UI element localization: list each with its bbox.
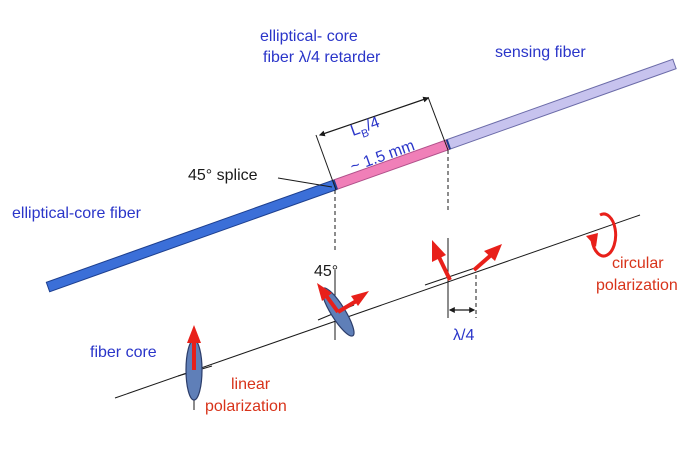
splice-label: 45° splice (188, 167, 258, 184)
retarder-label-line1: elliptical- core (260, 28, 358, 45)
splice-core-group (317, 270, 369, 340)
circular-label-line1: circular (612, 255, 664, 272)
circular-label-line2: polarization (596, 277, 678, 294)
fiber-core-group (177, 325, 213, 410)
lb-dimension-arrow (318, 96, 430, 137)
sensing-fiber-segment (446, 58, 677, 150)
fiber-core-label: fiber core (90, 344, 157, 361)
lb-right-tick (427, 96, 449, 151)
sensing-fiber-label: sensing fiber (495, 44, 586, 61)
linear-label-line2: polarization (205, 398, 287, 415)
retarder-label-line2: fiber λ/4 retarder (263, 49, 381, 66)
linear-label-line1: linear (231, 376, 271, 393)
splice-leader-line (277, 177, 333, 188)
elliptical-core-fiber-label: elliptical-core fiber (12, 205, 142, 222)
lb-quarter-label: LB/4 (348, 114, 383, 144)
linear-polarization-arrow (187, 325, 201, 343)
lb-left-tick (315, 134, 337, 191)
lambda-quarter-label: λ/4 (453, 327, 474, 344)
circular-polarization-icon (586, 212, 618, 258)
elliptical-core-fiber-segment (45, 179, 338, 293)
angle-45-label: 45° (314, 263, 338, 280)
fiber-assembly (45, 58, 677, 293)
retarder-output-group (424, 238, 502, 318)
